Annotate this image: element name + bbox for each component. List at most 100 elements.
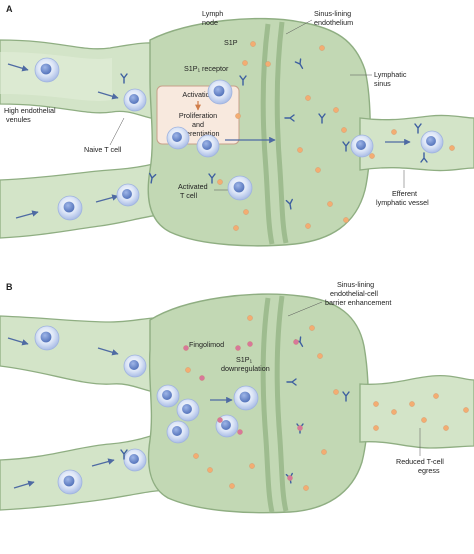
s1p1-receptor-icon <box>149 172 157 184</box>
s1p1-receptor-icon <box>414 123 422 134</box>
naive-t-cell-label: Naive T cell <box>84 145 122 154</box>
activated-t-cell-label-line1: Activated <box>178 182 208 191</box>
t-cell-nucleus <box>221 420 231 430</box>
s1p-label: S1P <box>224 38 238 47</box>
lymph-node-a <box>147 17 371 247</box>
fingolimod-dot <box>247 341 253 347</box>
s1p-dot <box>333 107 339 113</box>
activation-label: Activation <box>182 90 213 99</box>
proliferation-label-line3: differentiation <box>176 129 219 138</box>
efferent-vessel-a <box>359 114 474 172</box>
s1p-dot <box>333 389 339 395</box>
t-cell-nucleus <box>172 132 182 142</box>
t-cell-nucleus <box>239 391 251 403</box>
s1p1-receptor-icon <box>342 141 350 152</box>
s1p-dot <box>247 315 253 321</box>
s1p-dot <box>319 45 325 51</box>
panel-a-letter: A <box>6 4 13 14</box>
t-cell-nucleus <box>213 85 225 97</box>
s1p-dot <box>373 401 379 407</box>
t-cell-nucleus <box>162 390 172 400</box>
t-cell-nucleus <box>426 136 436 146</box>
s1p-dot <box>391 409 397 415</box>
proliferation-label-line2: and <box>192 120 204 129</box>
s1p-dot <box>343 217 349 223</box>
reduced-egress-label-line2: egress <box>418 466 440 475</box>
s1p-dot <box>463 407 469 413</box>
s1p1-downreg-label-line2: downregulation <box>221 364 270 373</box>
t-cell-nucleus <box>129 360 139 370</box>
s1p-dot <box>309 325 315 331</box>
s1p1-receptor-icon <box>208 173 216 184</box>
t-cell-nucleus <box>63 475 75 487</box>
efferent-vessel-b <box>359 374 474 449</box>
s1p-dot <box>317 353 323 359</box>
fingolimod-dot <box>217 417 223 423</box>
t-cell-nucleus <box>202 140 212 150</box>
upper-venule-b <box>0 315 171 394</box>
lymph-node-label-line1: Lymph <box>202 9 223 18</box>
sinus-lining-endothelium-b <box>260 297 275 513</box>
s1p1-receptor-icon <box>420 152 428 163</box>
s1p-dot <box>341 127 347 133</box>
hev-label-line1: High endothelial <box>4 106 56 115</box>
t-cell-nucleus <box>122 189 132 199</box>
fingolimod-dot <box>287 475 293 481</box>
t-cell-nucleus <box>40 63 52 75</box>
barrier-label-line1: Sinus-lining <box>337 280 374 289</box>
lower-venule-b <box>0 429 173 511</box>
fingolimod-label: Fingolimod <box>189 340 224 349</box>
s1p-dot <box>193 453 199 459</box>
s1p-dot <box>409 401 415 407</box>
t-cell-nucleus <box>356 140 366 150</box>
hev-label-line2: venules <box>6 115 31 124</box>
s1p-dot <box>249 463 255 469</box>
s1p-dot <box>373 425 379 431</box>
s1p-dot <box>185 367 191 373</box>
s1p-dot <box>421 417 427 423</box>
s1p-dot <box>229 483 235 489</box>
lymphatic-sinus-label-line1: Lymphatic <box>374 70 407 79</box>
sinus-lining-endothelium-a <box>260 23 275 245</box>
s1p-dot <box>449 145 455 151</box>
s1p-dot <box>305 95 311 101</box>
s1p1-receptor-icon <box>120 449 128 460</box>
fingolimod-dot <box>183 345 189 351</box>
lymphatic-sinus-label-line2: sinus <box>374 79 391 88</box>
s1p1-receptor-icon <box>294 58 304 70</box>
s1p1-receptor-icon <box>342 391 350 402</box>
reduced-egress-label-line1: Reduced T-cell <box>396 457 444 466</box>
s1p1-receptor-icon <box>120 73 128 84</box>
efferent-label-line2: lymphatic vessel <box>376 198 429 207</box>
s1p1-receptor-icon <box>239 75 247 86</box>
t-cell-nucleus <box>182 404 192 414</box>
s1p-dot <box>315 167 321 173</box>
s1p-dot <box>233 225 239 231</box>
s1p-dot <box>327 201 333 207</box>
fingolimod-dot <box>199 375 205 381</box>
s1p-dot <box>217 179 223 185</box>
s1p-dot <box>242 60 248 66</box>
activated-t-cell-label-line2: T cell <box>180 191 197 200</box>
lymph-node-b <box>147 293 369 514</box>
t-cell-nucleus <box>63 201 75 213</box>
s1p1-receptor-icon <box>285 198 293 210</box>
s1p-dot <box>297 147 303 153</box>
t-cell-nucleus <box>129 454 139 464</box>
lymph-node-label-line2: node <box>202 18 218 27</box>
proliferation-label-line1: Proliferation <box>179 111 217 120</box>
barrier-label-line2: endothelial-cell <box>330 289 378 298</box>
s1p-dot <box>433 393 439 399</box>
s1p-dot <box>321 449 327 455</box>
barrier-label-line3: barrier enhancement <box>325 298 391 307</box>
s1p-dot <box>391 129 397 135</box>
s1p1-receptor-icon <box>284 114 295 122</box>
s1p1-receptor-label: S1P₁ receptor <box>184 64 229 73</box>
fingolimod-dot <box>297 425 303 431</box>
t-cell-nucleus <box>129 94 139 104</box>
s1p1-receptor-icon <box>286 378 297 386</box>
s1p-dot <box>243 209 249 215</box>
s1p-dot <box>443 425 449 431</box>
